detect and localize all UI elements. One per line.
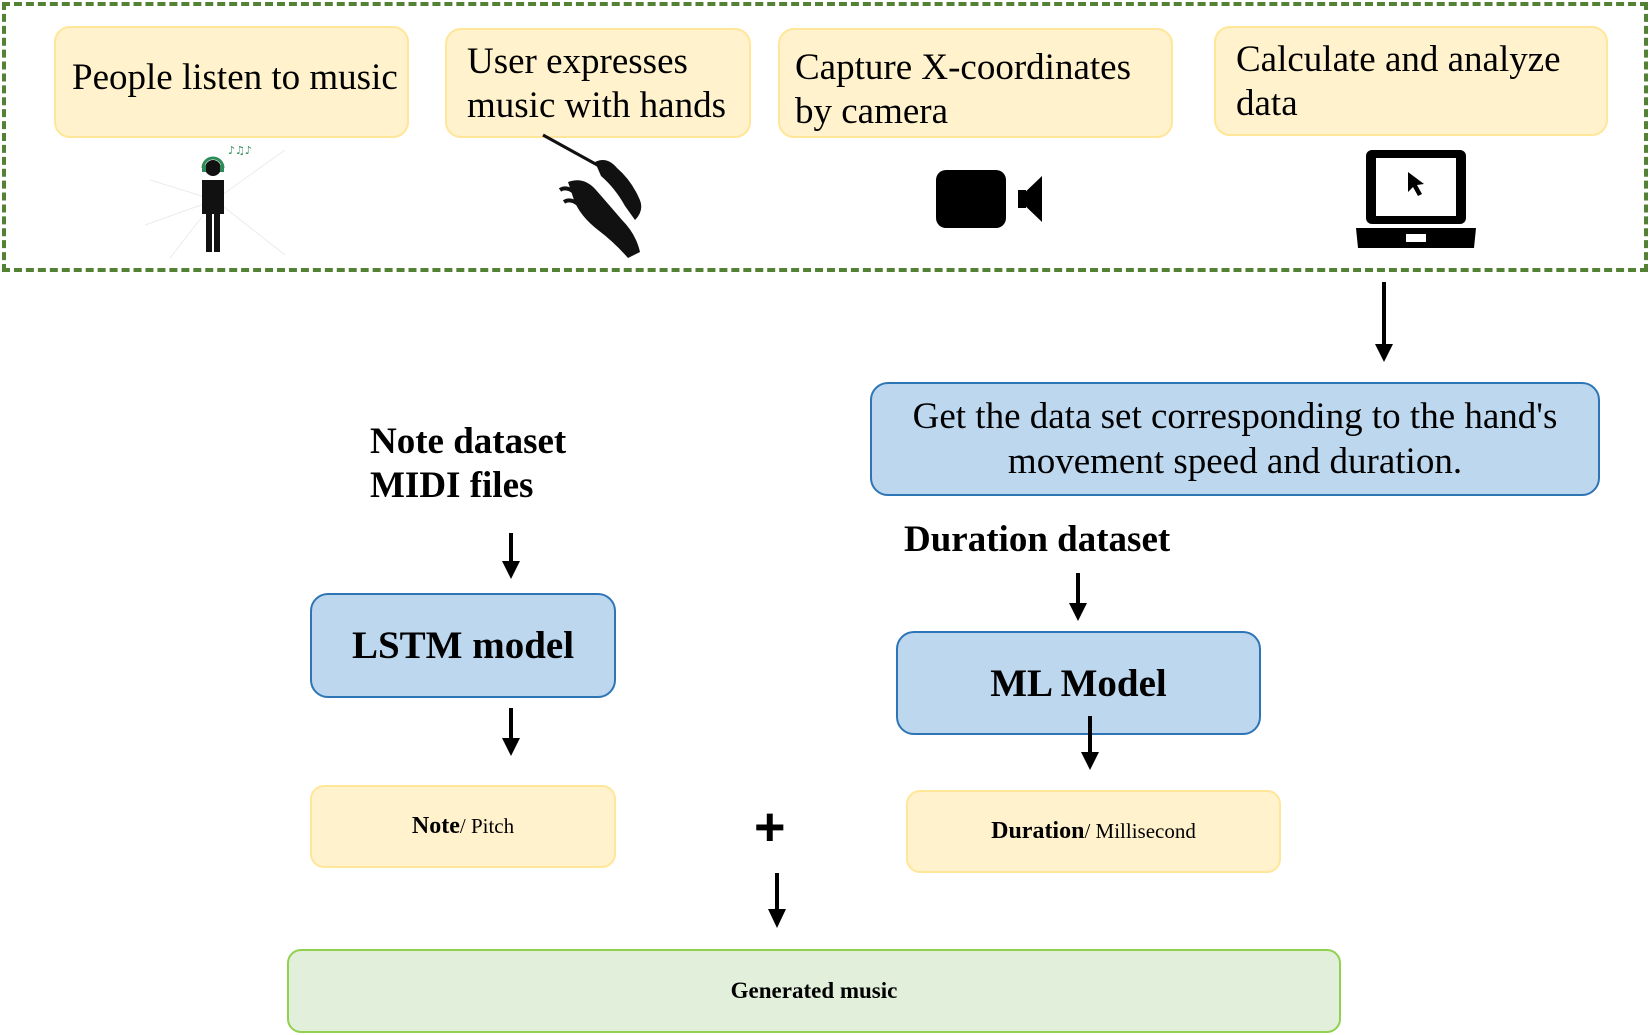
step-analyze-box: Calculate and analyze data [1214,26,1608,136]
duration-output-rest: / Millisecond [1084,819,1196,843]
note-dataset-line2: MIDI files [370,465,534,506]
step-capture-box: Capture X-coordinates by camera [778,28,1173,138]
video-camera-icon [936,170,1042,228]
ml-model-label: ML Model [990,661,1167,705]
note-output-bold: Note [411,813,460,839]
note-output-box: Note / Pitch [310,785,616,868]
svg-text:♪♫♪: ♪♫♪ [228,144,252,157]
generated-music-label: Generated music [730,978,898,1003]
lstm-model-box: LSTM model [310,593,616,698]
dataset-description-box: Get the data set corresponding to the ha… [870,382,1600,496]
note-dataset-title: Note dataset MIDI files [370,420,566,508]
conductor-hands-icon [542,133,642,258]
person-headphones-icon: ♪♫♪ [144,144,286,259]
dataset-description-label: Get the data set corresponding to the ha… [912,396,1558,482]
step-capture-label: Capture X-coordinates by camera [795,47,1131,132]
duration-output-bold: Duration [991,818,1085,844]
duration-output-box: Duration / Millisecond [906,790,1281,873]
step-listen-label: People listen to music [72,57,398,98]
step-express-label: User expresses music with hands [467,41,726,126]
input-stage-frame [2,2,1648,272]
generated-music-box: Generated music [287,949,1341,1033]
step-express-box: User expresses music with hands [445,28,751,138]
plus-sign: + [754,797,786,857]
lstm-model-label: LSTM model [351,624,575,667]
ml-model-box: ML Model [896,631,1261,735]
note-output-rest: / Pitch [459,814,515,838]
step-listen-box: People listen to music [54,26,409,138]
note-dataset-line1: Note dataset [370,421,567,462]
duration-dataset-title: Duration dataset [904,519,1171,560]
step-analyze-label: Calculate and analyze data [1236,39,1561,124]
laptop-cursor-icon [1356,150,1476,248]
